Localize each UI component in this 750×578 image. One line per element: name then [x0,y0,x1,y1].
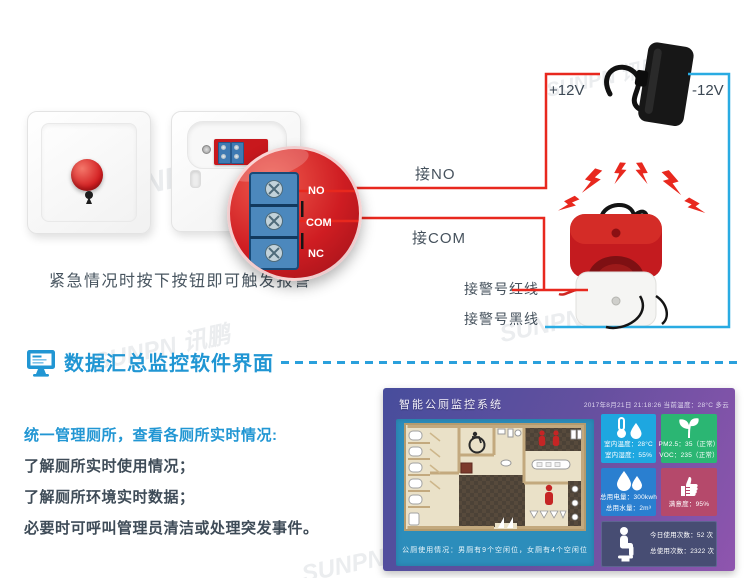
description-line: 必要时可呼叫管理员清洁或处理突发事件。 [24,520,319,537]
description-line: 了解厕所环境实时数据； [24,489,195,506]
label-minus12v: -12V [692,82,724,99]
tile-line: 室内湿度：55% [604,451,653,459]
screw [202,145,211,154]
emergency-red-button [71,159,103,191]
label-alarm-black: 接警号黑线 [464,311,539,327]
keyhole [85,191,93,199]
water-drops-icon [616,471,642,492]
diagram-caption: 紧急情况时按下按钮即可触发报警 [49,273,312,290]
tile-usage-count: 今日使用次数：52 次 总使用次数：2322 次 [601,521,717,567]
terminal-pcb [214,139,268,165]
label-alarm-red: 接警号红线 [464,281,539,297]
power-adapter [604,42,694,127]
floor-plan [404,423,586,531]
terminal-block [231,142,244,164]
tile-air-quality: PM2.5：35（正常） VOC：235（正常） [658,414,720,463]
label-com: 接COM [412,230,466,247]
floor-plan-panel: 公厕使用情况：男厕有9个空闲位，女厕有4个空闲位 [396,419,594,566]
panel-face [41,123,137,222]
software-screenshot: 智能公厕监控系统 2017年8月21日 21:18:26 当前温度：28°C 多… [383,388,735,571]
tile-line: PM2.5：35（正常） [658,440,720,448]
description-line: 了解厕所实时使用情况； [24,458,195,475]
thumbs-up-icon [681,476,698,496]
software-title: 智能公厕监控系统 [399,399,503,411]
label-no: 接NO [415,166,456,183]
thermometer-droplet-icon [616,416,641,439]
terminal-label-nc: NC [308,248,324,260]
floor-plan-image [406,425,584,529]
monitor-icon [27,350,55,377]
emergency-button-front [27,111,151,234]
tile-line: 满意度：95% [668,500,710,508]
leaf-icon [679,418,699,438]
section-title: 数据汇总监控软件界面 [64,353,274,375]
tile-line: 总用水量：2m³ [605,505,652,512]
alarm-siren [558,162,706,327]
description-headline: 统一管理厕所，查看各厕所实时情况: [24,427,278,444]
tile-line: VOC：235（正常） [659,451,719,459]
tile-line: 总用电量：300kwh [599,494,658,502]
person-toilet-icon [618,527,634,562]
software-status-bar: 2017年8月21日 21:18:26 当前温度：28°C 多云 [583,402,729,409]
terminal-block [218,142,231,164]
terminal-label-no: NO [308,185,325,197]
terminal-label-com: COM [306,217,332,229]
label-plus12v: +12V [549,82,585,99]
terminal-detail: NO COM NC [231,149,359,270]
dashed-divider [281,361,743,364]
floor-usage-caption: 公厕使用情况：男厕有9个空闲位，女厕有4个空闲位 [402,547,588,554]
tile-indoor-climate: 室内温度：28°C 室内湿度：55% [601,414,656,463]
tile-line: 今日使用次数：52 次 [650,531,714,539]
tile-line: 室内温度：28°C [604,440,653,448]
tile-line: 总使用次数：2322 次 [650,547,715,555]
tile-consumption: 总用电量：300kwh 总用水量：2m³ [599,468,658,516]
tile-satisfaction: 满意度：95% [661,468,717,516]
terminal-zoom-circle: NO COM NC [227,146,362,281]
mount-slot [190,170,201,188]
terminal-screws [265,180,283,262]
